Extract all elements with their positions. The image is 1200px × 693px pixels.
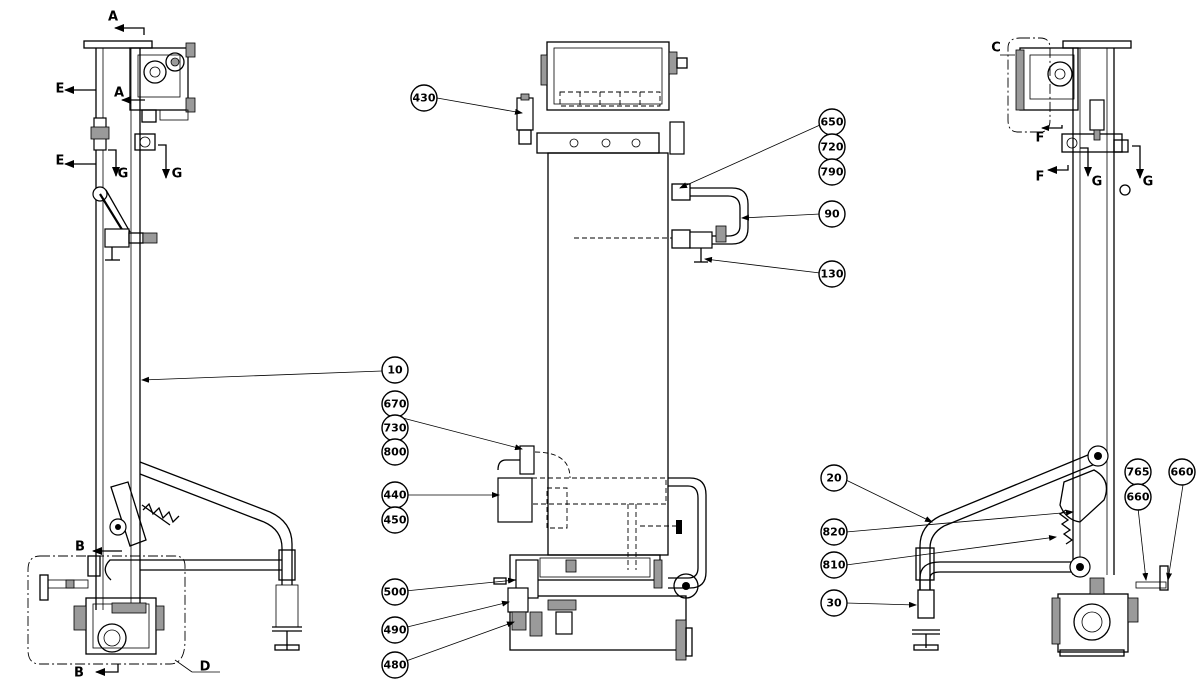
- section-label-g-right-view-right: G: [1143, 175, 1154, 190]
- svg-text:720: 720: [821, 141, 844, 154]
- svg-text:10: 10: [387, 364, 403, 377]
- svg-text:130: 130: [821, 268, 844, 281]
- balloon-820: 820: [820, 518, 848, 546]
- balloon-490: 490: [381, 616, 409, 644]
- balloon-765: 765: [1124, 458, 1152, 486]
- svg-text:820: 820: [823, 526, 846, 539]
- balloon-660-right: 660: [1168, 458, 1196, 486]
- section-label-g-right: G: [172, 167, 183, 182]
- section-label-a-top: A: [108, 10, 118, 25]
- balloon-660-upper: 660: [1124, 483, 1152, 511]
- balloon-810: 810: [820, 551, 848, 579]
- balloon-10: 10: [381, 356, 409, 384]
- section-label-b-top: B: [75, 540, 85, 555]
- balloon-30: 30: [820, 589, 848, 617]
- svg-text:810: 810: [823, 559, 846, 572]
- svg-text:670: 670: [384, 398, 407, 411]
- balloon-650: 650: [818, 108, 846, 136]
- svg-text:660: 660: [1171, 466, 1194, 479]
- section-label-a-mid: A: [114, 86, 124, 101]
- svg-text:800: 800: [384, 446, 407, 459]
- section-label-e-top: E: [56, 82, 65, 97]
- svg-text:765: 765: [1127, 466, 1150, 479]
- svg-text:440: 440: [384, 489, 407, 502]
- svg-text:660: 660: [1127, 491, 1150, 504]
- detail-label-d: D: [200, 660, 211, 675]
- balloon-500: 500: [381, 578, 409, 606]
- svg-text:430: 430: [413, 92, 436, 105]
- left-view: [27, 24, 302, 676]
- balloon-730: 730: [381, 414, 409, 442]
- spring-icon: [142, 502, 180, 524]
- balloon-480: 480: [381, 651, 409, 679]
- svg-text:30: 30: [826, 597, 842, 610]
- balloon-670: 670: [381, 390, 409, 418]
- svg-text:20: 20: [826, 472, 842, 485]
- svg-text:450: 450: [384, 514, 407, 527]
- leader-lines: [141, 97, 1184, 666]
- balloon-90: 90: [818, 200, 846, 228]
- svg-text:730: 730: [384, 422, 407, 435]
- balloon-450: 450: [381, 506, 409, 534]
- section-label-f-bottom: F: [1036, 170, 1045, 185]
- svg-text:500: 500: [384, 586, 407, 599]
- center-view: [493, 41, 749, 661]
- spring-icon: [1058, 509, 1074, 545]
- balloon-440: 440: [381, 481, 409, 509]
- detail-label-c: C: [991, 41, 1001, 56]
- section-labels: A A E E G G B B D C F F G G: [56, 10, 1154, 681]
- section-label-e-mid: E: [56, 154, 65, 169]
- svg-text:490: 490: [384, 624, 407, 637]
- right-view: [912, 37, 1169, 657]
- balloon-800: 800: [381, 438, 409, 466]
- balloon-130: 130: [818, 260, 846, 288]
- balloon-720: 720: [818, 133, 846, 161]
- section-label-f-top: F: [1036, 131, 1045, 146]
- balloon-790: 790: [818, 158, 846, 186]
- svg-text:650: 650: [821, 116, 844, 129]
- balloon-20: 20: [820, 464, 848, 492]
- balloons: 430 650 720 790 90 130 10 670 730 800 44…: [381, 84, 1196, 679]
- svg-text:790: 790: [821, 166, 844, 179]
- svg-text:90: 90: [824, 208, 840, 221]
- svg-text:480: 480: [384, 659, 407, 672]
- section-label-b-bottom: B: [74, 666, 84, 681]
- section-label-g-right-view-left: G: [1092, 175, 1103, 190]
- balloon-430: 430: [410, 84, 438, 112]
- section-label-g-left: G: [118, 167, 129, 182]
